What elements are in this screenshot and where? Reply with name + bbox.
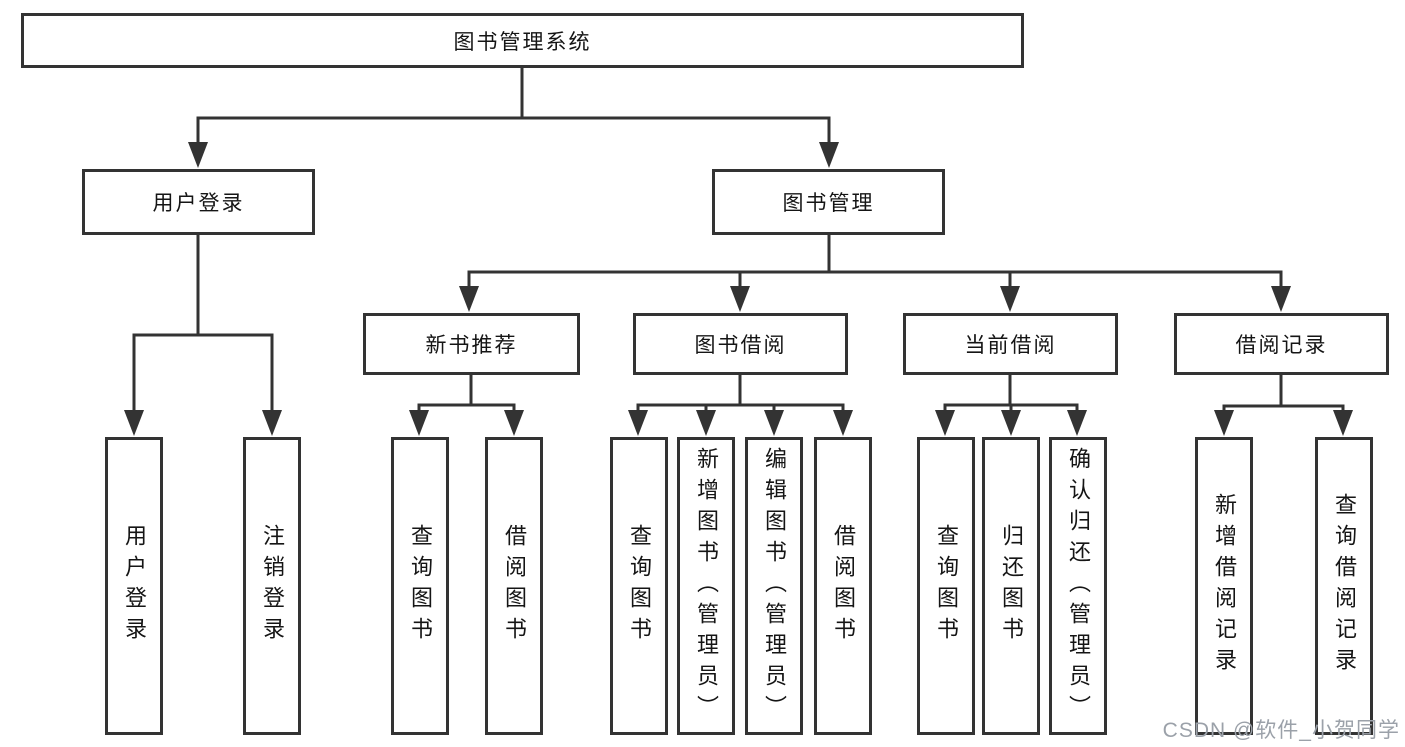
leaf-current-return-label: 归还图书	[999, 524, 1024, 648]
leaf-newbooks-borrow-label: 借阅图书	[502, 524, 527, 648]
leaf-current-confirm: 确认归还（管理员）	[1049, 437, 1107, 735]
node-borrow-records: 借阅记录	[1174, 313, 1389, 375]
node-current-borrow-label: 当前借阅	[964, 334, 1057, 357]
node-book-borrow-label: 图书借阅	[694, 334, 787, 357]
node-book-mgmt: 图书管理	[712, 169, 945, 235]
leaf-borrow-edit: 编辑图书（管理员）	[745, 437, 803, 735]
leaf-user-login: 用户登录	[105, 437, 163, 735]
leaf-borrow-borrow: 借阅图书	[814, 437, 872, 735]
node-book-mgmt-label: 图书管理	[782, 192, 875, 215]
leaf-records-add-label: 新增借阅记录	[1212, 493, 1237, 679]
leaf-records-query-label: 查询借阅记录	[1332, 493, 1357, 679]
leaf-newbooks-query: 查询图书	[391, 437, 449, 735]
node-book-borrow: 图书借阅	[633, 313, 848, 375]
csdn-watermark: CSDN @软件_小贺同学	[1162, 719, 1400, 742]
connector-book-borrow	[628, 373, 853, 436]
node-new-books-label: 新书推荐	[425, 334, 518, 357]
leaf-newbooks-borrow: 借阅图书	[485, 437, 543, 735]
leaf-current-query-label: 查询图书	[934, 524, 959, 648]
node-borrow-records-label: 借阅记录	[1235, 334, 1328, 357]
leaf-logout: 注销登录	[243, 437, 301, 735]
connector-user-login	[124, 233, 282, 436]
leaf-records-query: 查询借阅记录	[1315, 437, 1373, 735]
leaf-borrow-add: 新增图书（管理员）	[677, 437, 735, 735]
leaf-logout-label: 注销登录	[260, 524, 285, 648]
node-root: 图书管理系统	[21, 13, 1024, 68]
connector-root	[188, 66, 839, 168]
leaf-current-query: 查询图书	[917, 437, 975, 735]
leaf-borrow-query-label: 查询图书	[627, 524, 652, 648]
leaf-borrow-borrow-label: 借阅图书	[831, 524, 856, 648]
connector-new-books	[409, 373, 524, 436]
connector-borrow-records	[1214, 373, 1353, 436]
node-root-label: 图书管理系统	[453, 30, 592, 54]
node-user-login: 用户登录	[82, 169, 315, 235]
leaf-newbooks-query-label: 查询图书	[408, 524, 433, 648]
node-user-login-label: 用户登录	[152, 192, 245, 215]
leaf-borrow-add-label: 新增图书（管理员）	[694, 446, 719, 726]
leaf-borrow-query: 查询图书	[610, 437, 668, 735]
leaf-user-login-label: 用户登录	[122, 524, 147, 648]
leaf-records-add: 新增借阅记录	[1195, 437, 1253, 735]
connector-current-borrow	[935, 373, 1087, 436]
connector-book-mgmt	[459, 233, 1291, 312]
leaf-borrow-edit-label: 编辑图书（管理员）	[762, 446, 787, 726]
node-new-books: 新书推荐	[363, 313, 580, 375]
node-current-borrow: 当前借阅	[903, 313, 1118, 375]
leaf-current-confirm-label: 确认归还（管理员）	[1066, 446, 1091, 726]
leaf-current-return: 归还图书	[982, 437, 1040, 735]
